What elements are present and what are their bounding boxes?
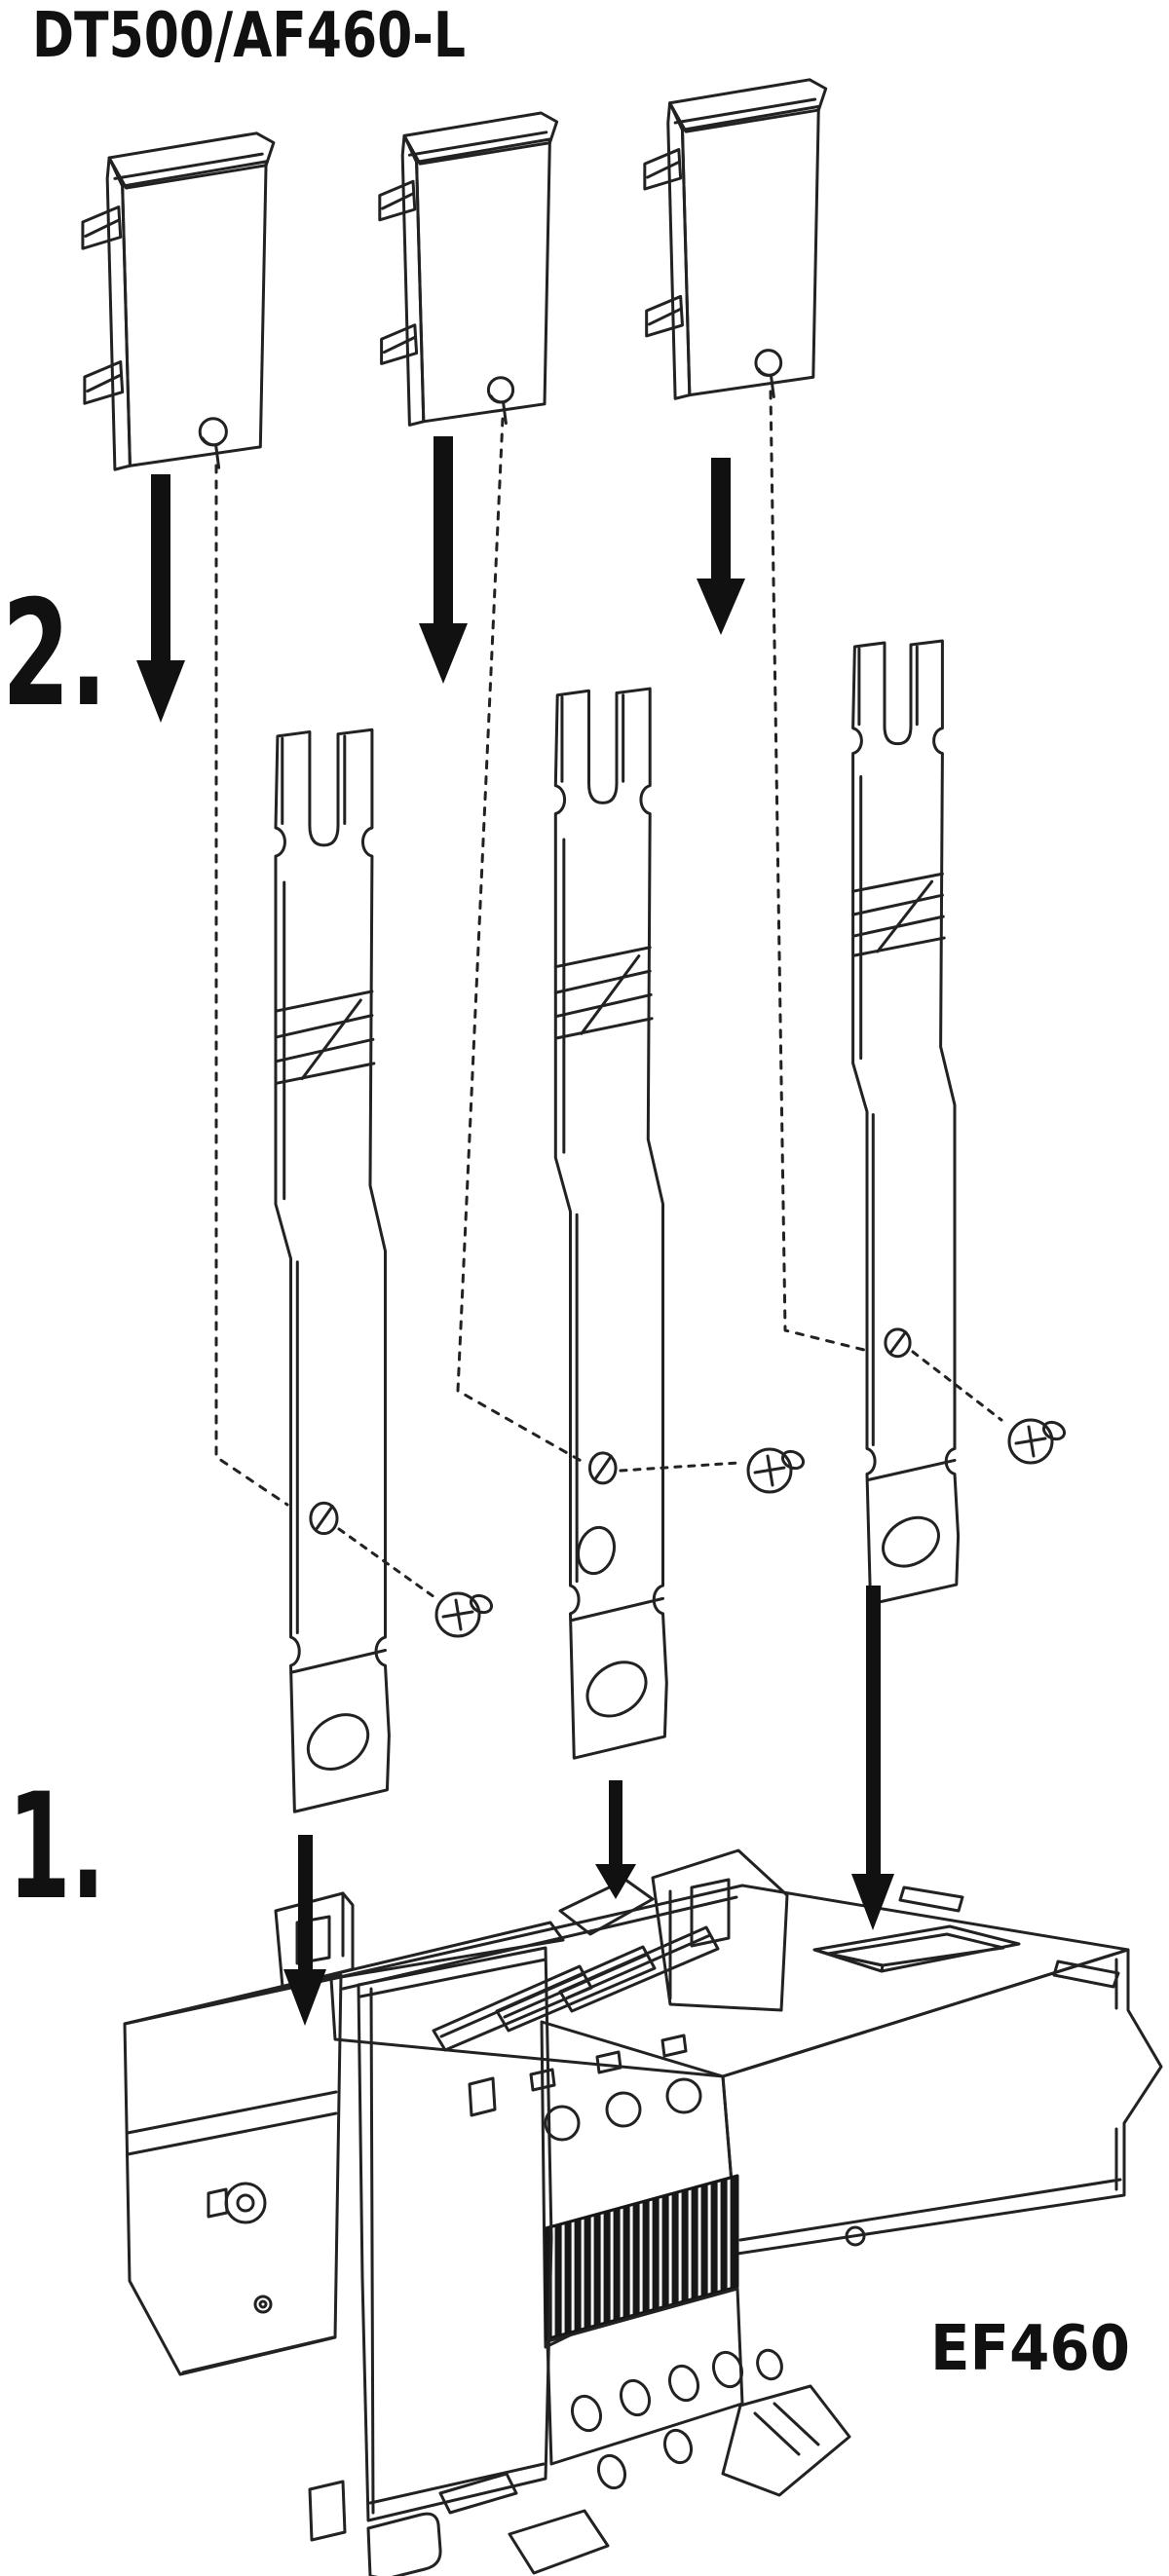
mounting-screws [434,1417,1069,1638]
housing-screw [847,2227,864,2245]
left-pole-box [125,1975,341,2374]
vent-slot-2 [1054,1961,1118,1987]
mounting-screw-2 [746,1446,808,1494]
alignment-dashline-2 [458,419,584,1463]
busbar-extension-3 [851,639,961,1606]
terminal-cover-2 [378,111,558,427]
mounting-screw-1 [434,1590,496,1638]
terminal-clamp-screws [531,2035,700,2140]
terminal-stubs [434,1927,718,2050]
screw-leader-3 [913,1352,1001,1420]
step-1-label: 1. [8,1763,105,1932]
busbar-extension-2 [553,687,668,1760]
screw-leader-2 [621,1463,738,1471]
step2-arrow-1 [136,474,185,723]
overload-relay [358,1948,551,2520]
din-rail-clips [310,2386,849,2576]
page-title: DT500/AF460-L [32,0,466,72]
mounting-screw-3 [1007,1417,1069,1465]
device-front-face [723,1950,1161,2254]
terminal-cover-1 [81,131,276,471]
alignment-dashline-3 [771,392,872,1352]
step1-arrow-3 [851,1586,894,1930]
alignment-guides [216,392,872,1505]
mounting-bracket-left [276,1893,353,1987]
step1-arrow-2 [595,1780,636,1899]
screw-leader-1 [339,1529,434,1597]
busbar-2-mid-hole [573,1523,620,1578]
terminal-cover-3 [643,78,828,400]
step2-arrow-2 [419,436,468,684]
busbar-extension-1 [274,728,392,1813]
product-label: EF460 [930,2313,1130,2385]
top-face-opening [814,1926,1019,1971]
step-2-label: 2. [2,570,107,739]
assembly-arrows [136,436,894,2026]
step1-arrow-1 [283,1835,326,2026]
side-knob [226,2184,265,2222]
ef460-device [125,1850,1161,2576]
mounting-bracket-right [653,1850,787,2010]
step2-arrow-3 [697,458,745,635]
screw-leader-lines [339,1352,1001,1597]
vent-slot-1 [900,1887,962,1911]
vent-grille [546,2176,737,2339]
alignment-dashline-1 [216,466,287,1505]
